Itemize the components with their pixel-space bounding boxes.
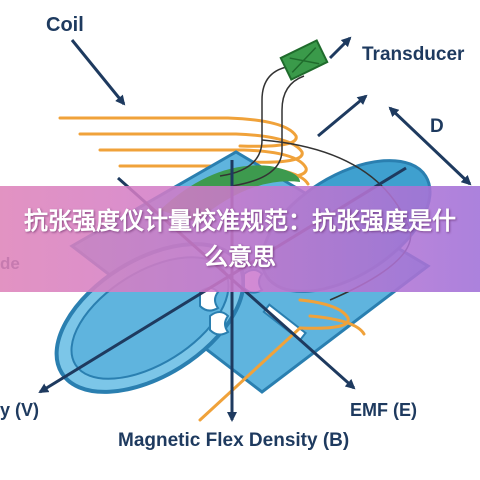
flux-density-label: Magnetic Flex Density (B): [118, 430, 350, 451]
coil-arrow: [70, 39, 126, 106]
transducer-label: Transducer: [362, 44, 465, 65]
title-banner: 抗张强度仪计量校准规范：抗张强度是什么意思: [0, 186, 480, 292]
velocity-label: y (V): [0, 400, 40, 420]
coil-wires-front: [198, 298, 366, 422]
coil-label: Coil: [46, 14, 84, 36]
emf-label: EMF (E): [350, 400, 417, 420]
transducer-pointer: [317, 94, 368, 138]
distance-arrow: [388, 106, 472, 186]
transducer-box-cross: [289, 47, 320, 73]
distance-label: D: [430, 116, 444, 137]
transducer-arrow: [328, 36, 352, 60]
banner-title: 抗张强度仪计量校准规范：抗张强度是什么意思: [24, 207, 456, 271]
